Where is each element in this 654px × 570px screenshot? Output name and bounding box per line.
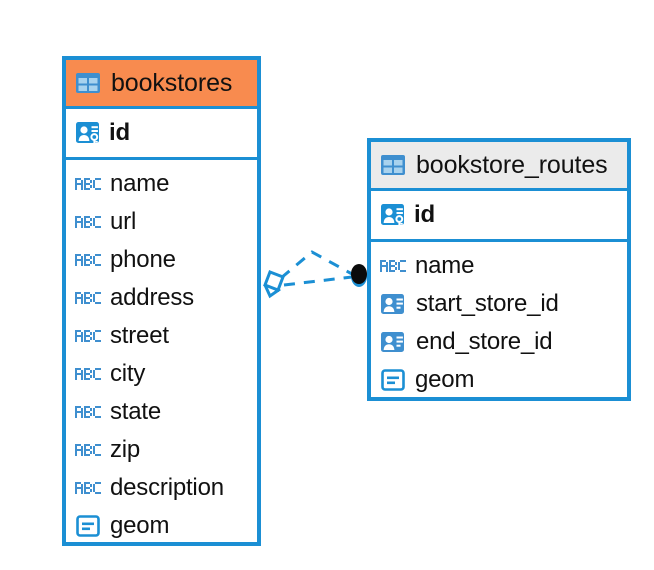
- text-type-icon: [380, 259, 406, 273]
- field-row-start-store-id[interactable]: start_store_id: [371, 285, 627, 323]
- field-row-description[interactable]: description: [66, 469, 257, 507]
- text-type-icon: [75, 367, 101, 381]
- field-row-phone[interactable]: phone: [66, 241, 257, 279]
- entity-table-bookstore-routes[interactable]: bookstore_routes id: [367, 138, 631, 401]
- table-icon: [75, 72, 101, 94]
- text-type-icon: [75, 253, 101, 267]
- field-label: end_store_id: [416, 328, 553, 355]
- diamond-marker: [263, 270, 285, 299]
- geometry-type-icon: [75, 513, 101, 539]
- field-label: phone: [110, 246, 176, 273]
- primary-key-icon: [75, 120, 102, 147]
- field-label: description: [110, 474, 224, 501]
- field-row-url[interactable]: url: [66, 203, 257, 241]
- field-row-geom[interactable]: geom: [371, 361, 627, 399]
- text-type-icon: [75, 177, 101, 191]
- primary-key-icon: [380, 202, 407, 229]
- text-type-icon: [75, 291, 101, 305]
- field-row-end-store-id[interactable]: end_store_id: [371, 323, 627, 361]
- entity-title: bookstore_routes: [416, 150, 608, 179]
- field-row-name[interactable]: name: [371, 247, 627, 285]
- primary-key-block: id: [66, 106, 257, 160]
- field-label: zip: [110, 436, 141, 463]
- geometry-type-icon: [380, 367, 406, 393]
- foreign-key-icon: [380, 291, 407, 317]
- field-label: address: [110, 284, 194, 311]
- entity-table-bookstores[interactable]: bookstores id: [62, 56, 261, 546]
- field-label: id: [414, 201, 435, 228]
- entity-title: bookstores: [111, 68, 233, 97]
- text-type-icon: [75, 405, 101, 419]
- field-row-address[interactable]: address: [66, 279, 257, 317]
- field-label: geom: [415, 366, 475, 393]
- field-row-zip[interactable]: zip: [66, 431, 257, 469]
- field-label: id: [109, 119, 130, 146]
- field-label: state: [110, 398, 162, 425]
- filled-circle-marker: [351, 264, 367, 287]
- text-type-icon: [75, 329, 101, 343]
- field-label: url: [110, 208, 137, 235]
- field-row-name[interactable]: name: [66, 165, 257, 203]
- text-type-icon: [75, 443, 101, 457]
- field-row-primary-key[interactable]: id: [371, 191, 627, 239]
- field-row-state[interactable]: state: [66, 393, 257, 431]
- field-label: start_store_id: [416, 290, 559, 317]
- field-label: city: [110, 360, 146, 387]
- text-type-icon: [75, 215, 101, 229]
- relationship-line-straight: [283, 275, 353, 287]
- field-row-street[interactable]: street: [66, 317, 257, 355]
- field-row-primary-key[interactable]: id: [66, 109, 257, 157]
- text-type-icon: [75, 481, 101, 495]
- field-label: street: [110, 322, 169, 349]
- fields-block: name u: [66, 160, 257, 549]
- fields-block: name start_store_id: [371, 242, 627, 403]
- table-icon: [380, 154, 406, 176]
- field-row-geom[interactable]: geom: [66, 507, 257, 545]
- entity-header[interactable]: bookstores: [66, 60, 257, 106]
- entity-header[interactable]: bookstore_routes: [371, 142, 627, 188]
- primary-key-block: id: [371, 188, 627, 242]
- field-label: name: [415, 252, 475, 279]
- foreign-key-icon: [380, 329, 407, 355]
- field-label: name: [110, 170, 170, 197]
- field-row-city[interactable]: city: [66, 355, 257, 393]
- field-label: geom: [110, 512, 170, 539]
- relationship-line-arc: [280, 250, 353, 280]
